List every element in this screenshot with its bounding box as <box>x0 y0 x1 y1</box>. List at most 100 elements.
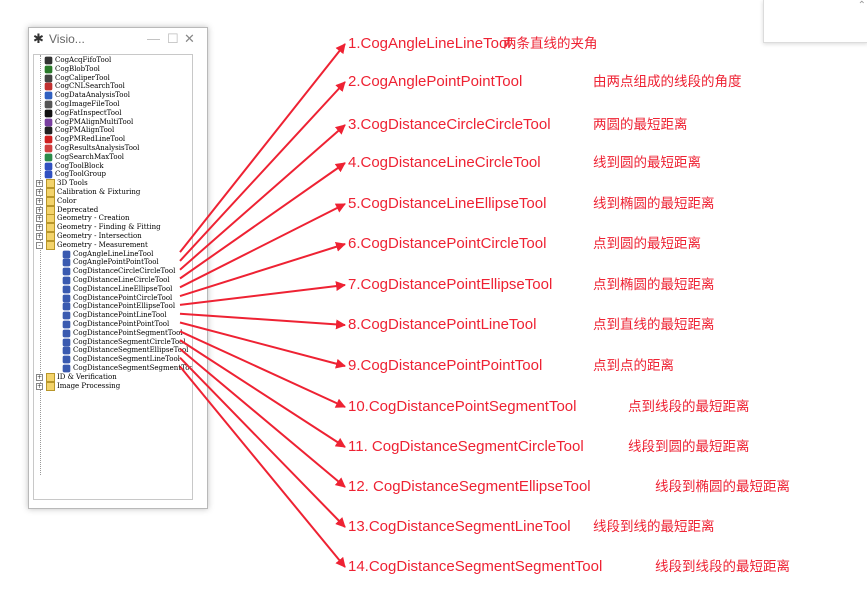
annotation-arrow <box>179 43 346 253</box>
tree-item-label: CogDistanceLineEllipseTool <box>73 284 173 293</box>
pm-redline-icon <box>44 135 53 144</box>
close-button[interactable]: ✕ <box>184 31 195 46</box>
annotation-arrow <box>179 330 346 408</box>
tree-item-label: CogFatInspectTool <box>55 108 122 117</box>
annotation-description: 两条直线的夹角 <box>503 36 598 52</box>
measure-icon <box>62 320 71 329</box>
expand-icon[interactable]: + <box>36 233 43 240</box>
measure-icon <box>62 338 71 346</box>
expand-icon[interactable]: + <box>36 197 43 205</box>
data-analysis-icon <box>44 91 53 100</box>
tree-item-label: CogAnglePointPointTool <box>73 258 159 267</box>
tree-item-label: CogDistanceSegmentEllipseTool <box>73 346 189 355</box>
folder-icon <box>46 205 55 215</box>
floating-widget[interactable]: ⌃ <box>763 0 867 43</box>
annotation-description: 点到点的距离 <box>593 358 674 374</box>
annotation-tool-name: 13.CogDistanceSegmentLineTool <box>348 518 571 535</box>
tree-item-label: 3D Tools <box>57 179 88 188</box>
measure-icon <box>62 259 71 267</box>
annotation-description: 点到线段的最短距离 <box>628 399 750 415</box>
measure-icon <box>62 294 71 302</box>
minimize-button[interactable]: — <box>147 31 160 46</box>
annotation-tool-name: 4.CogDistanceLineCircleTool <box>348 154 541 171</box>
annotation-tool-name: 10.CogDistancePointSegmentTool <box>348 398 577 415</box>
tree-item-label: Image Processing <box>57 381 121 390</box>
annotation-description: 点到圆的最短距离 <box>593 236 701 252</box>
expand-icon[interactable]: + <box>36 373 43 381</box>
tree-item-label: CogAngleLineLineTool <box>73 249 154 258</box>
tree-item-label: CogPMAlignMultiTool <box>55 117 134 126</box>
tree-item-label: CogToolGroup <box>55 170 106 179</box>
folder-icon <box>46 196 55 206</box>
tree-item-label: Geometry - Finding & Fitting <box>57 223 161 232</box>
fat-inspect-icon <box>44 109 53 118</box>
annotation-arrow <box>179 321 346 369</box>
measure-icon <box>62 364 71 373</box>
app-icon: ✱ <box>33 32 44 47</box>
expand-icon[interactable]: + <box>36 224 43 232</box>
measure-icon <box>62 267 71 276</box>
tree-item-label: ID & Verification <box>57 372 117 381</box>
tree-item-label: CogPMAlignTool <box>55 126 115 135</box>
annotation-description: 点到椭圆的最短距离 <box>593 277 715 293</box>
tree-item-label: CogDistanceCircleCircleTool <box>73 267 176 276</box>
caliper-icon <box>44 74 53 82</box>
cnl-search-icon <box>44 83 53 91</box>
folder-icon <box>46 223 55 233</box>
acq-fifo-icon <box>44 56 53 65</box>
folder-icon <box>46 372 55 382</box>
annotation-tool-name: 9.CogDistancePointPointTool <box>348 357 543 374</box>
measure-icon <box>62 276 71 285</box>
tree-item-label: Deprecated <box>57 205 99 214</box>
results-analysis-icon <box>44 144 53 153</box>
annotation-tool-name: 7.CogDistancePointEllipseTool <box>348 276 553 293</box>
annotation-description: 线段到线的最短距离 <box>593 519 715 535</box>
tree-item-label: CogBlobTool <box>55 64 100 73</box>
folder-icon <box>46 240 55 250</box>
annotation-arrow <box>179 348 346 488</box>
annotation-description: 点到直线的最短距离 <box>593 317 715 333</box>
tool-group-icon <box>44 171 53 179</box>
tree-item-label: CogDataAnalysisTool <box>55 91 130 100</box>
chevron-up-icon[interactable]: ⌃ <box>857 0 866 11</box>
tree-item-label: Geometry - Creation <box>57 214 130 223</box>
tree-item-label: CogDistanceLineCircleTool <box>73 276 170 284</box>
tree-item-label: CogCNLSearchTool <box>55 82 125 91</box>
annotation-tool-name: 6.CogDistancePointCircleTool <box>348 235 547 252</box>
tree-item-label: CogCaliperTool <box>55 73 110 82</box>
measure-icon <box>62 303 71 311</box>
tree-item-label: Color <box>57 196 77 205</box>
tree-item-label: Geometry - Measurement <box>57 240 148 249</box>
tree-item-label: CogDistancePointLineTool <box>73 311 167 320</box>
tree-item-label: CogAcqFifoTool <box>55 56 112 64</box>
tree-item-label: CogImageFileTool <box>55 100 120 108</box>
annotation-description: 线段到椭圆的最短距离 <box>655 479 790 495</box>
expand-icon[interactable]: + <box>36 215 43 223</box>
annotation-description: 线段到圆的最短距离 <box>628 439 750 455</box>
blob-icon <box>44 65 53 74</box>
collapse-icon[interactable]: - <box>36 241 43 249</box>
expand-icon[interactable]: + <box>36 206 43 214</box>
expand-icon[interactable]: + <box>36 180 43 188</box>
folder-icon <box>46 179 55 189</box>
annotation-arrow <box>179 124 346 271</box>
annotation-tool-name: 5.CogDistanceLineEllipseTool <box>348 195 547 212</box>
expand-icon[interactable]: + <box>36 189 43 196</box>
maximize-button[interactable]: ☐ <box>167 31 179 46</box>
measure-icon <box>62 329 71 338</box>
annotation-description: 线段到线段的最短距离 <box>655 559 790 575</box>
annotation-arrow <box>179 357 346 528</box>
title-bar[interactable]: ✱ Visio... — ☐ ✕ <box>29 28 207 52</box>
expand-icon[interactable]: + <box>36 382 43 390</box>
annotation-description: 线到椭圆的最短距离 <box>593 196 715 212</box>
annotation-arrow <box>179 203 346 289</box>
tree-item-label: CogSearchMaxTool <box>55 152 125 161</box>
image-file-icon <box>44 100 53 109</box>
pmalign-icon <box>44 127 53 135</box>
annotation-arrow <box>179 365 346 568</box>
annotation-description: 由两点组成的线段的角度 <box>593 74 742 90</box>
annotation-tool-name: 2.CogAnglePointPointTool <box>348 73 523 90</box>
annotation-tool-name: 1.CogAngleLineLineTool <box>348 35 511 52</box>
